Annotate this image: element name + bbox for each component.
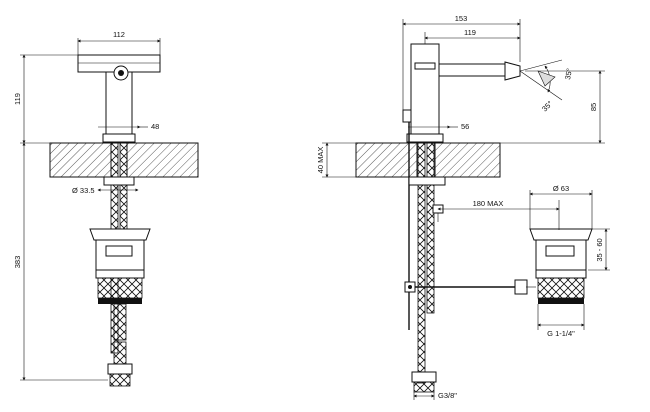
dim-waste-diameter: Ø 63 (553, 184, 569, 193)
side-inlet-nut (411, 371, 437, 383)
dim-body-width: 48 (151, 122, 159, 131)
side-body (410, 43, 440, 137)
front-inlet-nut (107, 363, 133, 375)
dim-waste-range: 35 - 60 (595, 238, 604, 261)
side-popup-knob (402, 109, 412, 123)
dim-handle-width: 112 (113, 30, 125, 39)
dim-angle-bottom: 35° (540, 99, 554, 113)
dim-body-diameter: 56 (461, 122, 469, 131)
dim-rod-length: 180 MAX (473, 199, 504, 208)
front-hose-right (119, 142, 128, 234)
dim-overall-length: 153 (455, 14, 468, 23)
front-view: 112 119 383 48 Ø 33.5 (13, 30, 199, 387)
front-body (105, 71, 133, 137)
side-nozzle (504, 61, 521, 81)
dim-total-height: 119 (13, 93, 22, 105)
dim-hole-diameter: Ø 33.5 (72, 186, 95, 195)
front-waste (89, 228, 151, 304)
dim-deck-thickness: 40 MAX (316, 147, 325, 174)
dim-spout-height: 85 (589, 103, 598, 111)
side-hose-b (426, 142, 435, 314)
dim-hose-length: 383 (13, 256, 22, 269)
dim-inlet-thread: G3/8" (438, 391, 457, 400)
side-waste (526, 228, 593, 304)
dim-waste-thread: G 1-1/4" (547, 329, 575, 338)
side-spray-angle-fill (537, 70, 556, 87)
dim-spout-reach: 119 (464, 28, 476, 37)
side-view: 35° 35° 153 (316, 14, 610, 400)
dim-angle-top: 35° (563, 68, 574, 81)
side-spout (438, 63, 506, 77)
